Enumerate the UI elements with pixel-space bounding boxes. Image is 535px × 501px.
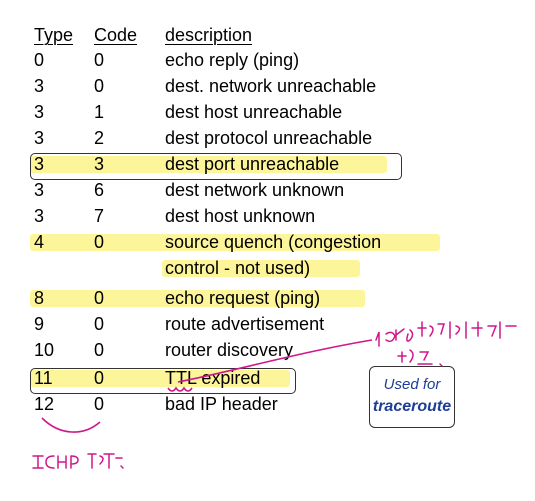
type-cell: 3 — [34, 206, 45, 226]
table-row-highlighted: 8 0 echo request (ping) — [0, 285, 535, 311]
table-row: 0 0 echo reply (ping) — [0, 47, 535, 73]
type-cell: 3 — [34, 102, 45, 122]
table-row: 10 0 router discovery — [0, 337, 535, 363]
description-cell: bad IP header — [165, 394, 278, 414]
description-column-header: description — [165, 25, 253, 45]
table-row-highlighted: control - not used) — [0, 255, 535, 281]
outline-box-port-unreachable — [30, 153, 402, 180]
type-cell: 3 — [34, 180, 45, 200]
description-cell: router discovery — [165, 340, 294, 360]
code-cell: 0 — [94, 314, 105, 334]
table-header: Type Code description — [0, 22, 535, 48]
highlight-mark — [162, 260, 360, 277]
code-cell: 3 — [94, 154, 105, 174]
description-cell: dest. network unreachable — [165, 76, 377, 96]
table-row: 3 7 dest host unknown — [0, 203, 535, 229]
description-cell: dest protocol unreachable — [165, 128, 373, 148]
code-cell: 0 — [94, 368, 105, 388]
type-column-header: Type — [34, 25, 74, 45]
type-cell: 10 — [34, 340, 55, 360]
code-cell: 1 — [94, 102, 105, 122]
code-cell: 0 — [94, 232, 105, 252]
description-cell: source quench (congestion — [165, 232, 382, 252]
description-cell: echo reply (ping) — [165, 50, 300, 70]
table-row-highlighted: 4 0 source quench (congestion — [0, 229, 535, 255]
code-cell: 0 — [94, 76, 105, 96]
description-cell: dest host unreachable — [165, 102, 343, 122]
type-cell: 0 — [34, 50, 45, 70]
code-cell: 0 — [94, 340, 105, 360]
table-row: 12 0 bad IP header — [0, 391, 535, 417]
code-column-header: Code — [94, 25, 138, 45]
description-cell: dest host unknown — [165, 206, 316, 226]
code-cell: 6 — [94, 180, 105, 200]
outline-box-ttl-expired — [30, 368, 296, 394]
callout-line-2: traceroute — [372, 398, 452, 415]
type-cell: 3 — [34, 154, 45, 174]
type-cell: 8 — [34, 288, 45, 308]
traceroute-callout: Used for traceroute — [369, 366, 455, 428]
code-cell: 2 — [94, 128, 105, 148]
highlight-mark — [30, 290, 365, 307]
description-cell: control - not used) — [165, 258, 311, 278]
description-cell: dest port unreachable — [165, 154, 340, 174]
callout-line-1: Used for — [383, 376, 441, 393]
description-cell: route advertisement — [165, 314, 325, 334]
code-cell: 0 — [94, 288, 105, 308]
table-row: 3 0 dest. network unreachable — [0, 73, 535, 99]
highlight-mark — [30, 234, 440, 251]
description-cell: echo request (ping) — [165, 288, 321, 308]
type-cell: 12 — [34, 394, 55, 414]
type-cell: 4 — [34, 232, 45, 252]
table-row: 9 0 route advertisement — [0, 311, 535, 337]
type-cell: 9 — [34, 314, 45, 334]
code-cell: 7 — [94, 206, 105, 226]
type-cell: 3 — [34, 76, 45, 96]
type-cell: 11 — [34, 368, 53, 388]
code-cell: 0 — [94, 50, 105, 70]
highlight-mark — [30, 156, 387, 173]
type-cell: 3 — [34, 128, 45, 148]
code-cell: 0 — [94, 394, 105, 414]
table-row: 3 6 dest network unknown — [0, 177, 535, 203]
description-cell: dest network unknown — [165, 180, 345, 200]
table-row: 3 2 dest protocol unreachable — [0, 125, 535, 151]
table-row-highlighted: 3 3 dest port unreachable — [0, 151, 535, 177]
table-row: 3 1 dest host unreachable — [0, 99, 535, 125]
